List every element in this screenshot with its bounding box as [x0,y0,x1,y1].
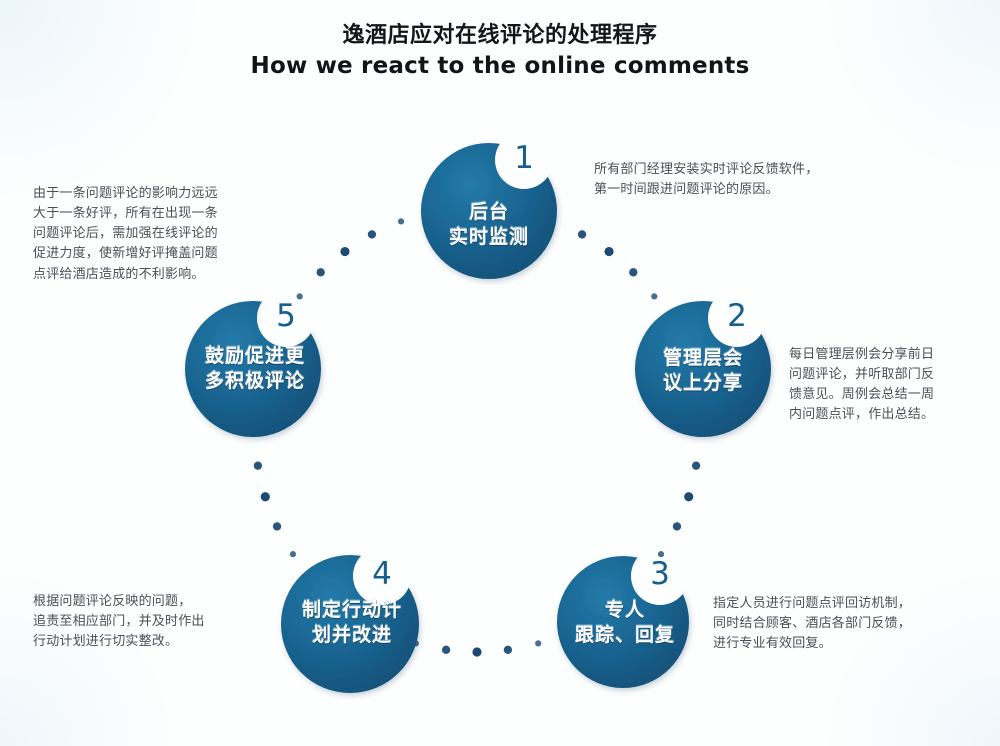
connector-dot [577,230,587,239]
connector-dot [691,461,701,470]
title-block: 逸酒店应对在线评论的处理程序 How we react to the onlin… [0,22,1000,80]
node-disc-3[interactable] [557,556,689,688]
connector-dot [296,293,303,300]
note-for-node-4: 根据问题评论反映的问题， 追责至相应部门，并及时作出 行动计划进行切实整改。 [33,594,205,650]
cycle-node-discs [185,143,771,693]
note-for-node-2: 每日管理层例会分享前日 问题评论，并听取部门反 馈意见。周例会总结一周 内问题点… [789,347,935,423]
node-disc-2[interactable] [635,301,771,437]
note-for-node-5: 由于一条问题评论的影响力远远 大于一条好评，所有在出现一条 问题评论后，需加强在… [33,186,218,282]
page-title-en: How we react to the online comments [250,52,750,79]
connector-dot [260,492,270,502]
note-for-node-1: 所有部门经理安装实时评论反馈软件， 第一时间跟进问题评论的原因。 [594,162,819,198]
connector-dot [684,492,694,502]
node-disc-1[interactable] [421,143,557,279]
cycle-connector-dots [251,218,703,657]
connector-dot [535,640,542,647]
connector-dot [472,647,482,657]
connector-dot [397,218,405,225]
node-disc-5[interactable] [185,301,321,437]
connector-dot [503,645,513,655]
connector-dot [289,551,297,558]
connector-dot [340,246,350,257]
connector-dot [651,293,658,300]
connector-dot [629,268,638,277]
connector-dot [367,230,377,239]
connector-dot [604,246,614,257]
connector-dot [657,551,665,558]
connector-dot [272,522,282,531]
connector-dot [316,268,325,277]
node-disc-4[interactable] [281,555,419,693]
page-title-cn: 逸酒店应对在线评论的处理程序 [342,23,658,48]
connector-dot [253,461,263,470]
note-for-node-3: 指定人员进行问题点评回访机制， 同时结合顾客、酒店各部门反馈， 进行专业有效回复… [713,596,912,652]
connector-dot [672,522,682,531]
connector-dot [441,645,451,655]
